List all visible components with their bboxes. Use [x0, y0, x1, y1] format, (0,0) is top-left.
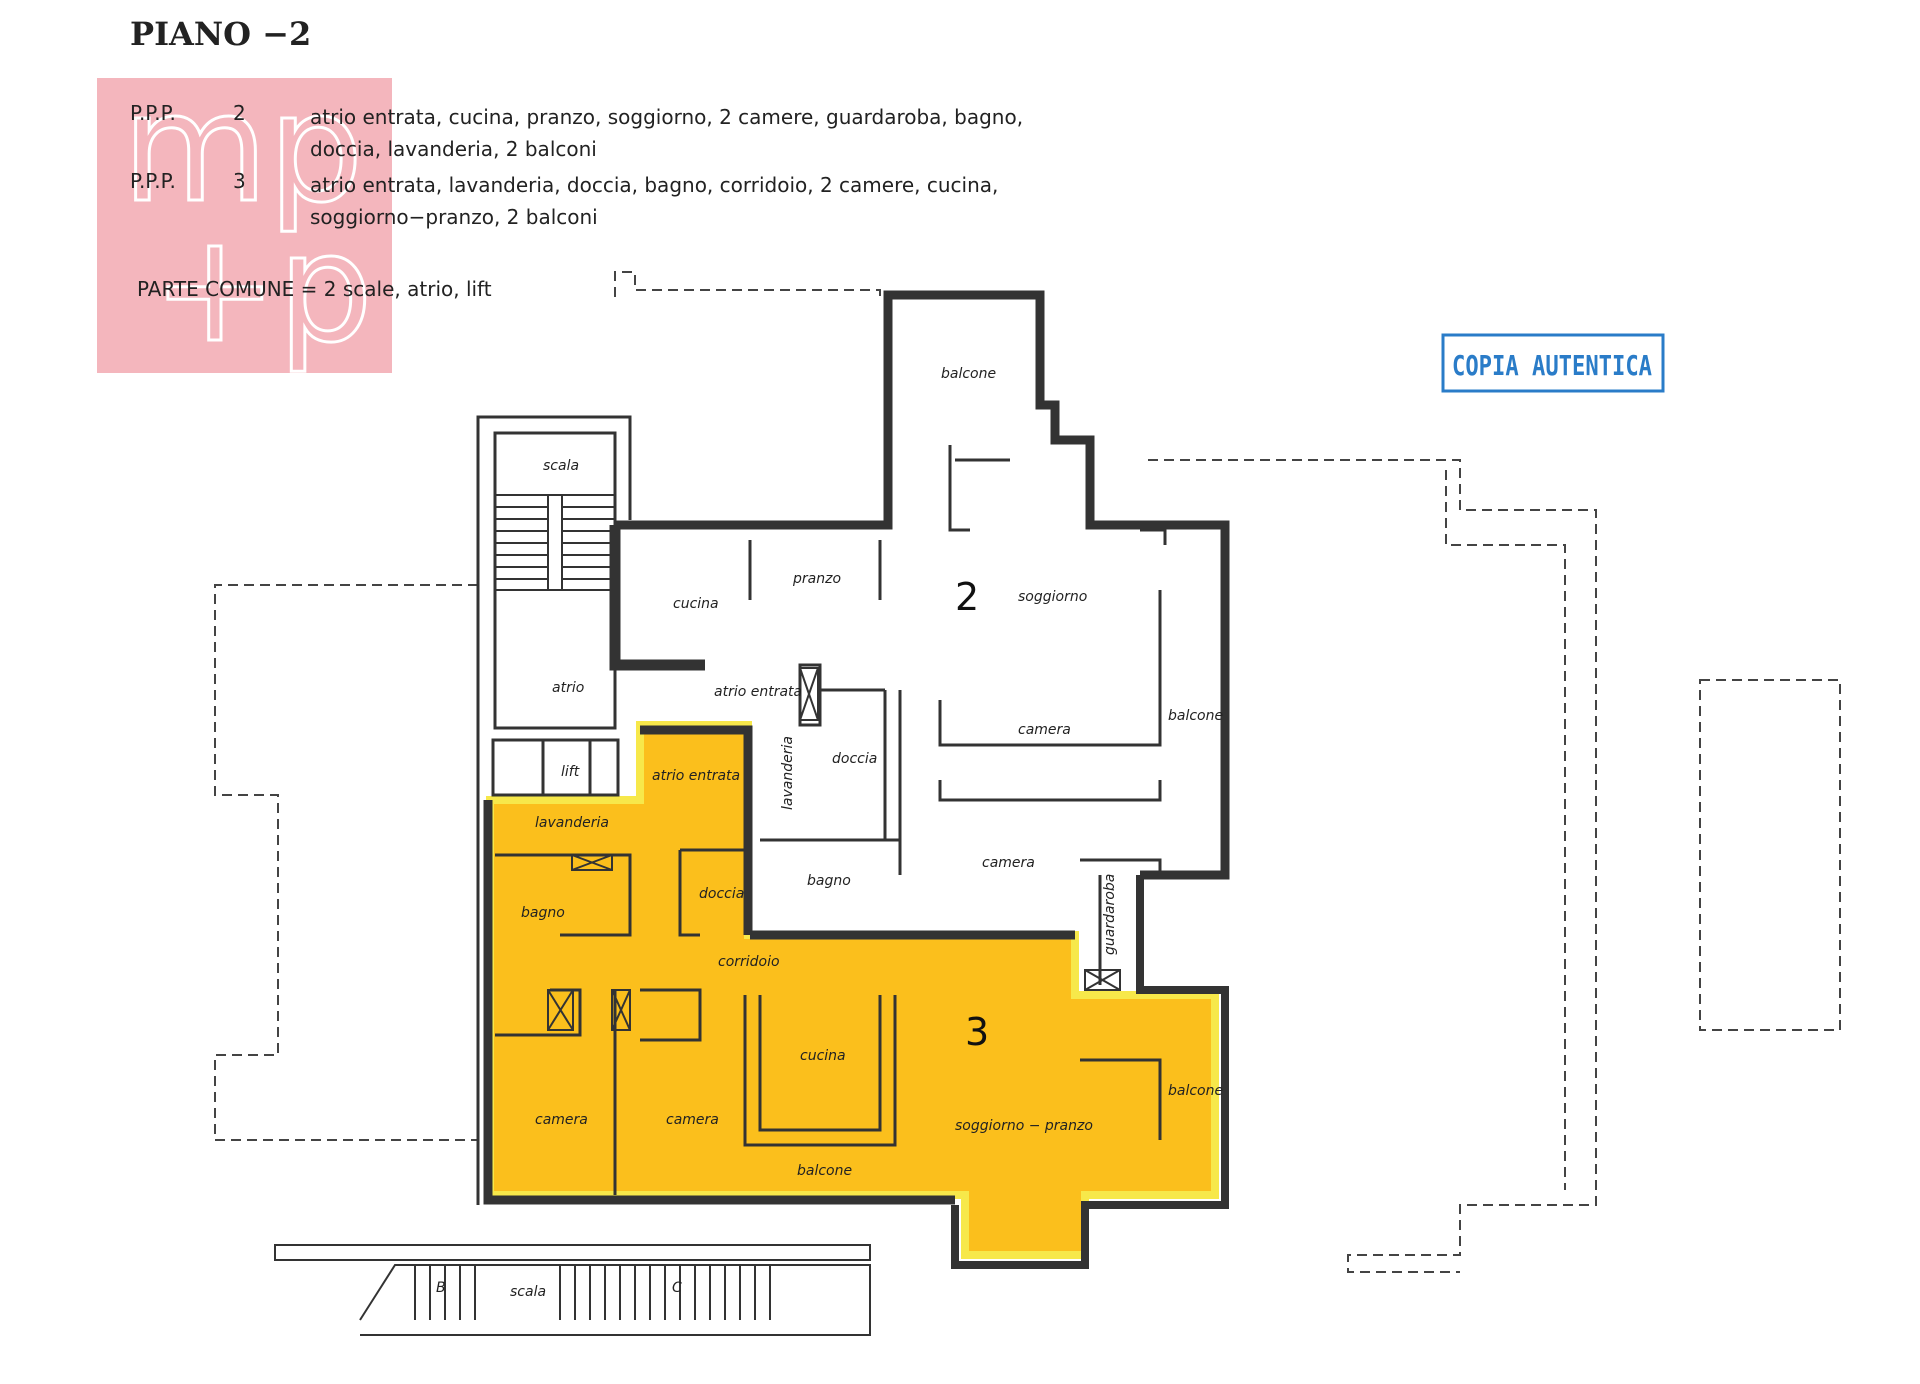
room-label: corridoio [718, 954, 780, 970]
svg-text:atrio entrata, cucina, pranzo,: atrio entrata, cucina, pranzo, soggiorno… [310, 105, 1023, 129]
svg-text:P.P.P.: P.P.P. [130, 101, 176, 125]
room-label: balcone [1168, 708, 1223, 724]
svg-text:atrio entrata, lavanderia, doc: atrio entrata, lavanderia, doccia, bagno… [310, 173, 998, 197]
svg-text:P.P.P.: P.P.P. [130, 169, 176, 193]
svg-text:2: 2 [233, 101, 246, 125]
stair-top [494, 494, 616, 591]
room-label: camera [982, 855, 1035, 871]
svg-text:mp: mp [122, 62, 363, 236]
room-label: balcone [941, 366, 996, 382]
room-label: camera [535, 1112, 588, 1128]
room-label: bagno [807, 873, 851, 889]
room-label: soggiorno [1018, 589, 1087, 605]
page-title: PIANO −2 [130, 15, 311, 53]
svg-text:COPIA AUTENTICA: COPIA AUTENTICA [1452, 349, 1652, 382]
svg-text:soggiorno−pranzo, 2 balconi: soggiorno−pranzo, 2 balconi [310, 205, 598, 229]
room-label: scala [543, 458, 579, 474]
watermark-logo: mp +p [97, 61, 392, 378]
room-label: atrio entrata [652, 768, 740, 784]
room-label: soggiorno − pranzo [955, 1118, 1093, 1134]
svg-text:PARTE COMUNE = 2 scale, atrio,: PARTE COMUNE = 2 scale, atrio, lift [137, 277, 492, 301]
room-label: bagno [521, 905, 565, 921]
copia-autentica-stamp: COPIA AUTENTICA [1441, 333, 1665, 393]
room-label: camera [666, 1112, 719, 1128]
stair-bottom [274, 1244, 871, 1336]
unit-number-3: 3 [965, 1010, 989, 1054]
room-label: pranzo [792, 571, 841, 587]
room-label: balcone [1168, 1083, 1223, 1099]
legend: P.P.P. 2 atrio entrata, cucina, pranzo, … [130, 101, 1023, 301]
site-outline [214, 271, 1841, 1273]
room-label: atrio entrata [714, 684, 802, 700]
room-labels: scala atrio lift cucina pranzo soggiorno… [436, 366, 1223, 1300]
stair-mark-b: B [436, 1280, 446, 1296]
unit-number-2: 2 [955, 575, 979, 619]
room-label: scala [510, 1284, 546, 1300]
room-label: cucina [673, 596, 719, 612]
room-label: lavanderia [535, 815, 609, 831]
room-label: cucina [800, 1048, 846, 1064]
shafts [547, 667, 1121, 1031]
room-label: doccia [699, 886, 744, 902]
stair-mark-c: C [672, 1280, 682, 1296]
room-label: lift [561, 764, 580, 780]
room-label: balcone [797, 1163, 852, 1179]
svg-text:+p: +p [152, 202, 373, 376]
room-label: camera [1018, 722, 1071, 738]
svg-text:doccia, lavanderia, 2 balconi: doccia, lavanderia, 2 balconi [310, 137, 597, 161]
room-label: lavanderia [780, 736, 796, 810]
room-label: doccia [832, 751, 877, 767]
walls [476, 290, 1230, 1269]
room-label: guardaroba [1102, 874, 1118, 955]
unit-3-area [486, 721, 1219, 1259]
room-label: atrio [552, 680, 584, 696]
svg-text:3: 3 [233, 169, 246, 193]
